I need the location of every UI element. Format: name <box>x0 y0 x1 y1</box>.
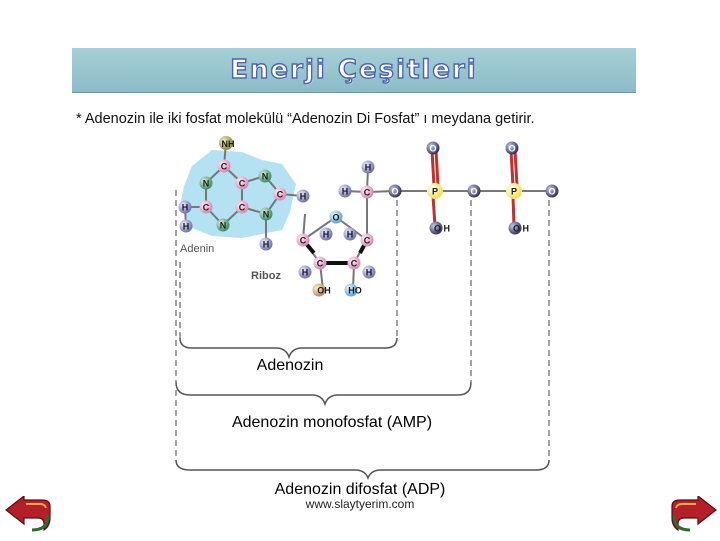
svg-text:O H: O H <box>513 224 529 234</box>
svg-text:NH: NH <box>222 139 235 149</box>
adenozin-label: Adenozin <box>256 357 324 374</box>
nh-atom: NH <box>219 136 235 150</box>
forward-arrow-icon <box>671 494 717 532</box>
amp-label: Adenozin monofosfat (AMP) <box>231 414 433 431</box>
svg-text:O: O <box>470 187 477 197</box>
svg-text:N: N <box>203 179 210 189</box>
adp-label: Adenozin difosfat (ADP) <box>274 481 446 498</box>
carbon-atom: C <box>235 200 249 214</box>
svg-text:H: H <box>347 230 354 240</box>
svg-text:C: C <box>300 236 307 246</box>
svg-text:C: C <box>239 179 246 189</box>
footer-url: www.slaytyerim.com <box>305 497 415 511</box>
svg-text:C: C <box>351 259 358 269</box>
carbon-atom: C <box>360 233 374 247</box>
hydrogen-atom: H <box>179 219 193 233</box>
svg-text:H: H <box>366 268 373 278</box>
svg-text:C: C <box>239 203 246 213</box>
svg-text:H: H <box>342 187 349 197</box>
svg-text:O: O <box>429 144 436 154</box>
svg-text:HO: HO <box>348 286 362 296</box>
svg-text:H: H <box>182 203 189 213</box>
svg-text:O H: O H <box>434 224 450 234</box>
svg-text:N: N <box>262 172 269 182</box>
phosphorus-atom: P <box>427 183 443 199</box>
carbon-atom: C <box>273 187 287 201</box>
svg-text:H: H <box>365 163 372 173</box>
oxygen-atom: O <box>505 141 519 155</box>
ho-group: HO <box>344 283 362 297</box>
hydrogen-atom: H <box>259 237 273 251</box>
carbon-atom: C <box>217 159 231 173</box>
oxygen-atom: O <box>329 210 343 224</box>
carbon-atom: C <box>360 185 374 199</box>
svg-text:N: N <box>263 210 270 220</box>
oxygen-atom: O <box>545 184 559 198</box>
hydroxyl-group: O H <box>429 221 450 235</box>
svg-text:H: H <box>183 222 190 232</box>
hydrogen-atom: H <box>296 189 310 203</box>
svg-text:C: C <box>203 203 210 213</box>
svg-text:C: C <box>364 236 371 246</box>
oxygen-atom: O <box>426 141 440 155</box>
back-arrow-icon <box>5 494 51 532</box>
svg-text:O: O <box>548 187 555 197</box>
hydrogen-atom: H <box>361 160 375 174</box>
title-bar: Enerji Çeşitleri <box>72 48 636 93</box>
slide-title: Enerji Çeşitleri <box>230 54 478 85</box>
adenozin-bracket <box>179 337 398 360</box>
nitrogen-atom: N <box>216 218 230 232</box>
hydroxyl-group: O H <box>508 221 529 235</box>
phosphorus-atom: P <box>506 183 522 199</box>
hydrogen-atom: H <box>319 227 333 241</box>
hydrogen-atom: H <box>343 227 357 241</box>
svg-text:C: C <box>317 259 324 269</box>
svg-text:C: C <box>364 188 371 198</box>
svg-text:O: O <box>508 144 515 154</box>
svg-text:H: H <box>300 192 307 202</box>
back-button[interactable] <box>4 494 56 536</box>
hydrogen-atom: H <box>298 265 312 279</box>
description-text: * Adenozin ile iki fosfat molekülü “Aden… <box>76 111 535 127</box>
svg-text:OH: OH <box>317 286 331 296</box>
nitrogen-atom: N <box>258 169 272 183</box>
nitrogen-atom: N <box>259 207 273 221</box>
svg-text:O: O <box>332 213 339 223</box>
carbon-atom: C <box>347 256 361 270</box>
svg-text:C: C <box>277 190 284 200</box>
adp-bracket <box>175 459 550 481</box>
svg-text:N: N <box>220 221 227 231</box>
carbon-atom: C <box>235 176 249 190</box>
oxygen-atom: O <box>388 184 402 198</box>
adenine-label: Adenin <box>180 243 214 255</box>
hydrogen-atom: H <box>362 265 376 279</box>
hydrogen-atom: H <box>178 200 192 214</box>
svg-text:P: P <box>511 187 517 197</box>
hydrogen-atom: H <box>338 184 352 198</box>
svg-text:H: H <box>323 230 330 240</box>
nitrogen-atom: N <box>199 176 213 190</box>
svg-text:H: H <box>302 268 309 278</box>
svg-text:C: C <box>221 162 228 172</box>
forward-button[interactable] <box>666 494 718 536</box>
carbon-atom: C <box>313 256 327 270</box>
carbon-atom: C <box>199 200 213 214</box>
oxygen-atom: O <box>467 184 481 198</box>
svg-text:P: P <box>432 187 438 197</box>
ribose-label: Riboz <box>251 270 281 282</box>
oh-group: OH <box>312 283 331 297</box>
carbon-atom: C <box>296 233 310 247</box>
svg-text:H: H <box>263 240 270 250</box>
svg-text:O: O <box>391 187 398 197</box>
amp-bracket <box>175 381 472 407</box>
